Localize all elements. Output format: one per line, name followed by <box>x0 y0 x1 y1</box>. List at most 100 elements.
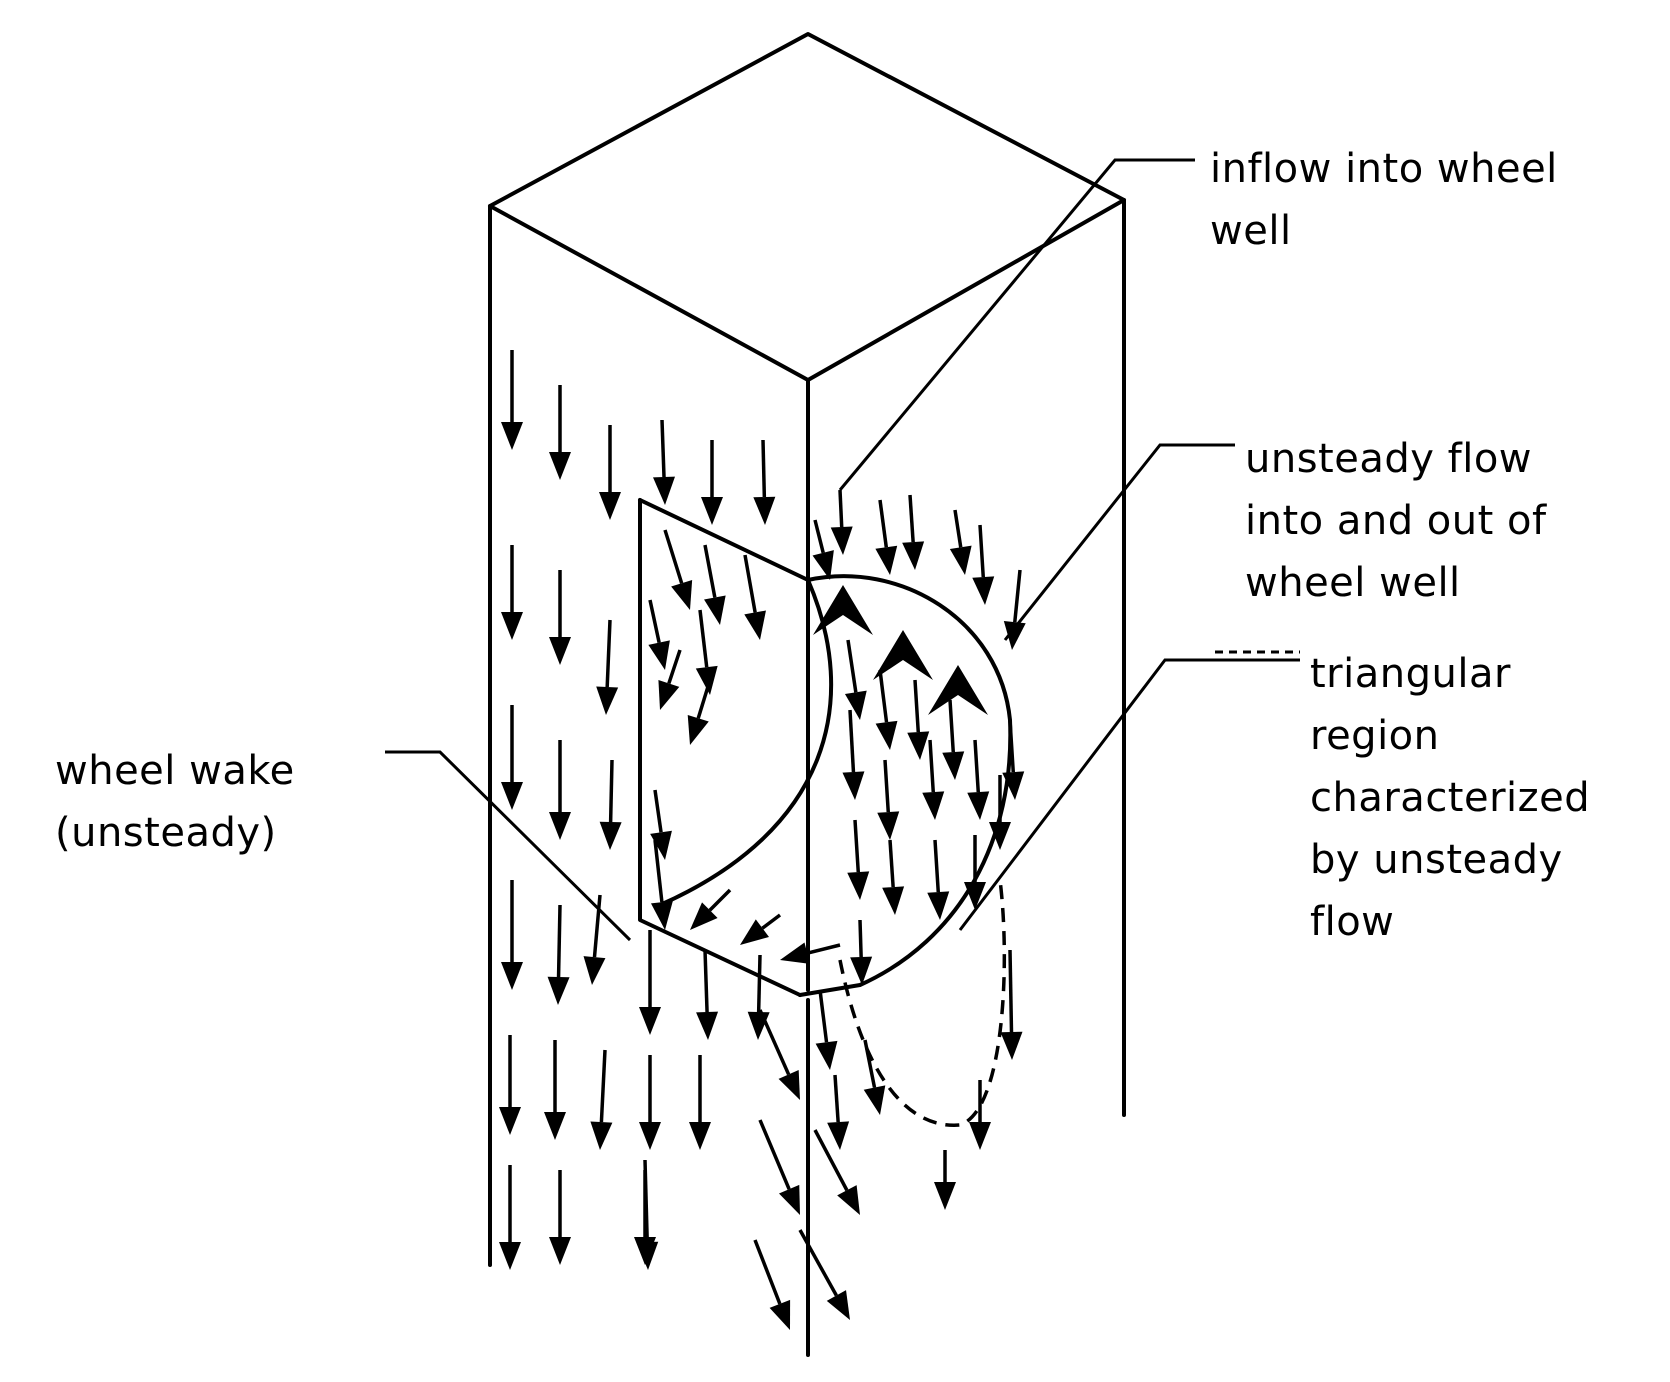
flow-arrow-head <box>842 771 865 800</box>
flow-arrow-head <box>671 579 693 610</box>
flow-arrow-shaft <box>667 649 682 684</box>
flow-arrow-head <box>650 900 673 930</box>
flow-arrow-head <box>847 871 870 900</box>
flow-arrow-head <box>549 1237 571 1265</box>
flow-arrow-head <box>850 956 873 985</box>
flow-arrow-head <box>687 715 709 745</box>
block-outline <box>488 32 1126 1357</box>
flow-arrow-head <box>549 812 571 840</box>
rim-chevron-arrow <box>873 630 933 680</box>
flow-arrow-head <box>695 665 718 695</box>
flow-arrow-head <box>596 686 619 715</box>
flow-arrow-head <box>501 782 523 810</box>
flow-arrow-shaft <box>833 1074 840 1123</box>
flow-arrow-shaft <box>761 439 767 498</box>
flow-arrow-head <box>590 1121 613 1150</box>
flow-arrow-shaft <box>663 529 684 584</box>
flow-arrow-shaft <box>556 904 562 978</box>
flow-arrow-shaft <box>758 1009 791 1076</box>
flow-arrow-head <box>501 612 523 640</box>
flow-arrow-head <box>650 830 672 860</box>
flow-arrow-head <box>547 976 570 1005</box>
flow-arrow-head <box>501 422 523 450</box>
flow-arrow-shaft <box>753 1239 782 1305</box>
flow-arrow-head <box>972 576 995 605</box>
flow-arrows <box>499 350 1026 1330</box>
flow-arrow-head <box>830 526 853 555</box>
flow-arrow-shaft <box>848 709 856 773</box>
flow-arrow-head <box>949 545 972 575</box>
flow-arrow-head <box>599 492 621 520</box>
flow-arrow-shaft <box>878 499 889 548</box>
flow-arrow-shaft <box>933 839 941 893</box>
flow-arrow-shaft <box>1013 569 1022 623</box>
recirculation-dashed-path <box>838 879 1007 1127</box>
flow-arrow-head <box>658 679 680 710</box>
flow-arrow-shaft <box>953 509 963 548</box>
flow-arrow-shaft <box>698 609 709 668</box>
flow-arrow-head <box>769 1299 791 1330</box>
flow-arrow-head <box>499 1107 521 1135</box>
flow-arrow-head <box>1003 621 1026 650</box>
flow-arrow-head <box>969 1122 991 1150</box>
triangular-region-leader <box>958 658 1300 931</box>
flow-arrow-shaft <box>660 419 666 478</box>
wheel-well-left-face <box>638 498 802 997</box>
flow-arrow-shaft <box>653 789 663 833</box>
flow-arrow-shaft <box>592 894 602 958</box>
flow-arrow-shaft <box>1008 949 1014 1033</box>
flow-arrow-head <box>778 1184 800 1215</box>
flow-arrow-head <box>599 821 622 850</box>
flow-arrow-head <box>826 1290 850 1320</box>
flow-arrow-head <box>927 891 950 920</box>
flow-arrow-shaft <box>838 489 844 528</box>
flow-arrow-shaft <box>928 739 936 793</box>
flow-arrow-shaft <box>813 1129 849 1192</box>
flow-arrow-head <box>922 791 945 820</box>
flow-arrow-head <box>636 1241 659 1270</box>
flow-arrow-head <box>744 610 766 640</box>
triangular-region-label: triangular region characterized by unste… <box>1310 651 1591 945</box>
flow-arrow-head <box>875 720 898 750</box>
flow-arrow-head <box>882 886 905 915</box>
flow-arrow-head <box>837 1185 860 1215</box>
flow-arrow-shaft <box>806 943 841 955</box>
flow-arrow-head <box>863 1085 886 1115</box>
flow-arrow-shaft <box>863 1039 877 1088</box>
flow-arrow-shaft <box>853 819 861 873</box>
flow-arrow-shaft <box>653 839 664 903</box>
wheel-well-opening <box>638 498 1013 997</box>
flow-arrow-shaft <box>605 619 612 688</box>
flow-arrow-head <box>740 919 769 945</box>
flow-arrow-head <box>989 822 1011 850</box>
flow-arrow-head <box>653 476 676 505</box>
flow-arrow-head <box>812 550 834 580</box>
flow-arrow-head <box>942 751 965 780</box>
flow-arrow-shaft <box>858 919 863 958</box>
flow-arrow-head <box>639 1122 661 1150</box>
flow-arrow-head <box>549 637 571 665</box>
flow-arrow-head <box>690 902 718 930</box>
flow-arrow-head <box>501 962 523 990</box>
wheel-inner-arc <box>658 578 834 907</box>
flow-arrow-head <box>902 541 925 570</box>
flow-arrow-head <box>753 496 776 525</box>
flow-arrow-shaft <box>756 954 762 1013</box>
inflow-label: inflow into wheel well <box>1210 146 1558 254</box>
flow-arrow-head <box>499 1242 521 1270</box>
flow-arrow-shaft <box>948 699 956 753</box>
wheel-well-top-edge <box>638 498 810 582</box>
flow-arrow-shaft <box>708 888 732 912</box>
flow-arrow-shaft <box>758 1119 791 1190</box>
flow-arrow-head <box>704 595 726 625</box>
flow-arrow-head <box>827 1121 850 1150</box>
block-top-face <box>488 32 1126 382</box>
flow-arrow-shaft <box>703 949 709 1013</box>
flow-arrow-head <box>696 1011 719 1040</box>
wheel-wake-label: wheel wake (unsteady) <box>55 748 295 856</box>
flow-arrow-shaft <box>608 759 614 823</box>
rim-chevron-arrow <box>928 665 988 715</box>
flow-arrow-head <box>815 1040 838 1070</box>
flow-arrow-shaft <box>761 913 782 930</box>
